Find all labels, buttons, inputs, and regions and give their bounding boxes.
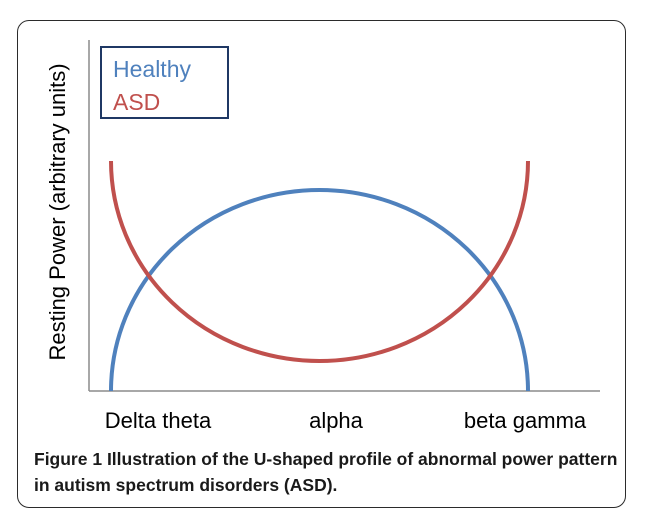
series-line-healthy	[109, 188, 530, 392]
figure-caption: Figure 1 Illustration of the U-shaped pr…	[34, 446, 624, 498]
figure-label: Figure 1	[34, 449, 103, 469]
x-tick-label: beta gamma	[464, 408, 587, 433]
legend-box	[100, 46, 229, 119]
series-line-asd	[109, 160, 530, 363]
legend-entry-healthy: Healthy	[113, 56, 191, 82]
y-axis-label: Resting Power (arbitrary units)	[45, 63, 70, 360]
x-tick-label: Delta theta	[105, 408, 212, 433]
x-tick-label: alpha	[309, 408, 364, 433]
figure-frame	[17, 20, 626, 508]
chart: Resting Power (arbitrary units) Delta th…	[45, 40, 600, 433]
legend-entry-asd: ASD	[113, 89, 160, 115]
caption-text: Illustration of the U-shaped profile of …	[34, 449, 618, 495]
